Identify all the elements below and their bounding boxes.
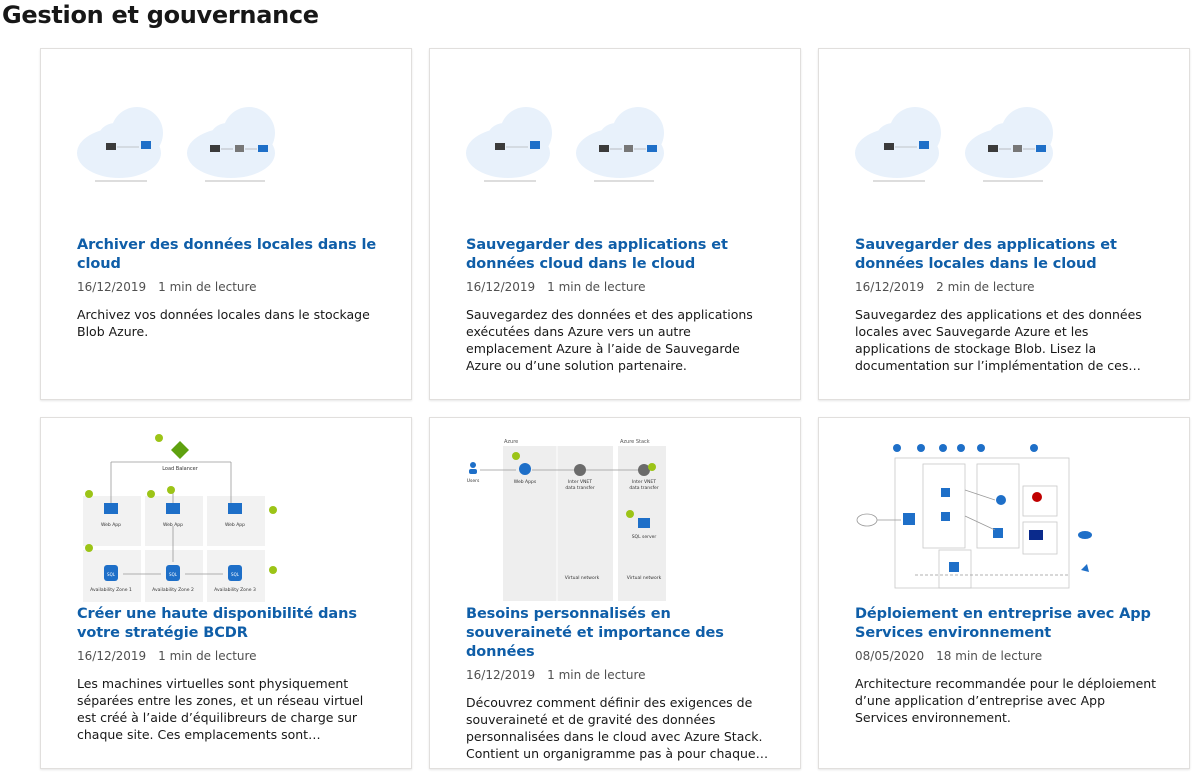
svg-text:Virtual network: Virtual network xyxy=(627,575,662,581)
section-title: Gestion et gouvernance xyxy=(2,1,319,29)
card-description: Architecture recommandée pour le déploie… xyxy=(855,676,1157,725)
card-meta: 16/12/2019 1 min de lecture xyxy=(466,280,770,294)
card-thumbnail: Azure Azure Stack Users Web Apps Inter V… xyxy=(466,430,766,602)
card-thumbnail xyxy=(77,61,377,233)
card-title-link[interactable]: Sauvegarder des applications et données … xyxy=(855,237,1117,272)
card-title-link[interactable]: Besoins personnalisés en souveraineté et… xyxy=(466,606,724,660)
card-date: 16/12/2019 xyxy=(855,280,925,294)
svg-text:data transfer: data transfer xyxy=(565,485,594,491)
card-meta: 16/12/2019 2 min de lecture xyxy=(855,280,1159,294)
svg-text:SQL: SQL xyxy=(169,572,178,577)
svg-text:Inter VNET: Inter VNET xyxy=(568,479,592,485)
cloud-left xyxy=(466,107,552,182)
svg-text:Availability Zone 3: Availability Zone 3 xyxy=(214,587,256,593)
svg-text:SQL server: SQL server xyxy=(632,534,657,540)
load-balancer-zones-diagram: Load Balancer Web App Web App Web App SQ… xyxy=(83,434,277,602)
app-service-environment-diagram xyxy=(856,444,1092,589)
cloud-right xyxy=(576,107,664,182)
article-card[interactable]: Azure Azure Stack Users Web Apps Inter V… xyxy=(429,417,801,769)
svg-text:Web Apps: Web Apps xyxy=(514,479,537,485)
cloud-backup-diagram xyxy=(77,107,275,182)
cloud-right xyxy=(965,107,1053,182)
card-read-time: 18 min de lecture xyxy=(936,649,1043,663)
svg-text:data transfer: data transfer xyxy=(629,485,658,491)
card-date: 16/12/2019 xyxy=(77,280,147,294)
card-description: Archivez vos données locales dans le sto… xyxy=(77,307,370,339)
card-description: Les machines virtuelles sont physiquemen… xyxy=(77,676,364,742)
card-title-link[interactable]: Sauvegarder des applications et données … xyxy=(466,237,728,272)
card-description: Sauvegardez des données et des applicati… xyxy=(466,307,753,373)
card-read-time: 1 min de lecture xyxy=(158,649,257,663)
card-meta: 16/12/2019 1 min de lecture xyxy=(466,668,770,682)
card-title-link[interactable]: Archiver des données locales dans le clo… xyxy=(77,237,377,272)
cloud-backup-diagram xyxy=(855,107,1053,182)
svg-text:Azure Stack: Azure Stack xyxy=(620,439,650,445)
svg-text:Users: Users xyxy=(467,478,480,484)
cloud-right xyxy=(187,107,275,182)
card-meta: 16/12/2019 1 min de lecture xyxy=(77,649,381,663)
card-meta: 16/12/2019 1 min de lecture xyxy=(77,280,381,294)
article-card[interactable]: Déploiement en entreprise avec App Servi… xyxy=(818,417,1190,769)
svg-text:SQL: SQL xyxy=(107,572,116,577)
svg-text:SQL: SQL xyxy=(231,572,240,577)
load-balancer-icon xyxy=(171,441,189,459)
card-title-link[interactable]: Créer une haute disponibilité dans votre… xyxy=(77,606,357,641)
svg-text:Availability Zone 1: Availability Zone 1 xyxy=(90,587,132,593)
svg-text:Web App: Web App xyxy=(225,522,245,528)
card-read-time: 2 min de lecture xyxy=(936,280,1035,294)
article-card[interactable]: Archiver des données locales dans le clo… xyxy=(40,48,412,400)
cloud-left xyxy=(77,107,163,182)
card-thumbnail xyxy=(855,430,1155,602)
card-date: 16/12/2019 xyxy=(466,280,536,294)
card-thumbnail: Load Balancer Web App Web App Web App SQ… xyxy=(77,430,377,602)
svg-text:Availability Zone 2: Availability Zone 2 xyxy=(152,587,194,593)
card-thumbnail xyxy=(466,61,766,233)
svg-text:Virtual network: Virtual network xyxy=(565,575,600,581)
article-card[interactable]: Sauvegarder des applications et données … xyxy=(818,48,1190,400)
card-date: 16/12/2019 xyxy=(77,649,147,663)
card-meta: 08/05/2020 18 min de lecture xyxy=(855,649,1159,663)
svg-text:Web App: Web App xyxy=(101,522,121,528)
article-card[interactable]: Load Balancer Web App Web App Web App SQ… xyxy=(40,417,412,769)
card-date: 16/12/2019 xyxy=(466,668,536,682)
diagram-lb-label: Load Balancer xyxy=(162,466,199,472)
svg-text:Web App: Web App xyxy=(163,522,183,528)
card-read-time: 1 min de lecture xyxy=(158,280,257,294)
card-description: Découvrez comment définir des exigences … xyxy=(466,695,763,761)
cloud-backup-diagram xyxy=(466,107,664,182)
card-date: 08/05/2020 xyxy=(855,649,925,663)
cloud-left xyxy=(855,107,941,182)
azure-stack-sovereignty-diagram: Azure Azure Stack Users Web Apps Inter V… xyxy=(467,439,666,601)
card-read-time: 1 min de lecture xyxy=(547,668,646,682)
article-grid: Archiver des données locales dans le clo… xyxy=(40,48,1190,769)
article-card[interactable]: Sauvegarder des applications et données … xyxy=(429,48,801,400)
svg-text:Inter VNET: Inter VNET xyxy=(632,479,656,485)
card-thumbnail xyxy=(855,61,1155,233)
svg-text:Azure: Azure xyxy=(504,439,518,445)
card-description: Sauvegardez des applications et des donn… xyxy=(855,307,1142,373)
card-read-time: 1 min de lecture xyxy=(547,280,646,294)
card-title-link[interactable]: Déploiement en entreprise avec App Servi… xyxy=(855,606,1151,641)
